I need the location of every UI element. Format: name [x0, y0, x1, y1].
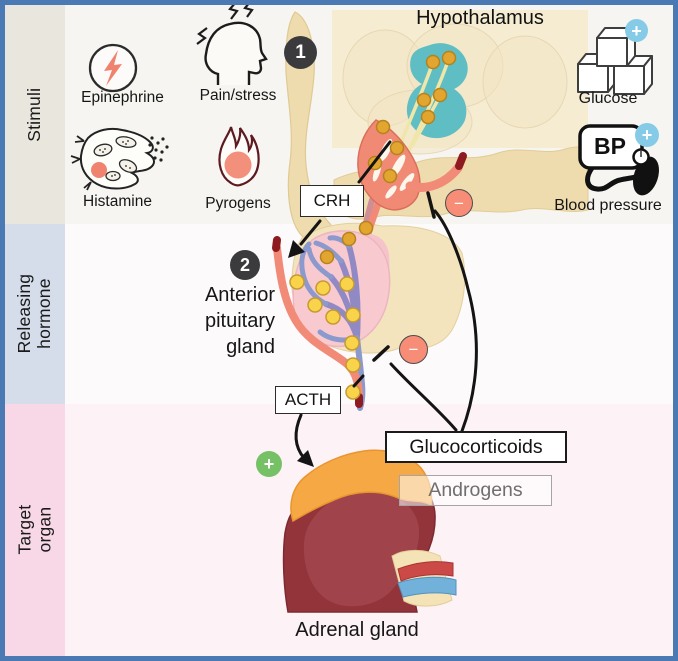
hormone-vesicles-orange: [319, 50, 457, 265]
pyrogens-label: Pyrogens: [205, 195, 271, 212]
crh-arrowhead: [288, 240, 305, 258]
blood-pressure-icon: [578, 124, 659, 196]
sidebar-section-releasing-hormone: Releasing hormone: [5, 224, 65, 404]
sidebar-section-stimuli: Stimuli: [5, 5, 65, 224]
sidebar-section-target-organ: Target organ: [5, 404, 65, 656]
pain-stress-label: Pain/stress: [199, 87, 277, 104]
diagram-canvas: Stimuli Releasing hormone Target organ H…: [5, 5, 673, 656]
adrenal-gland-label: Adrenal gland: [295, 619, 419, 641]
step-2-badge: 2: [230, 250, 260, 280]
bp-monitor-text: BP: [594, 132, 626, 159]
acth-box: ACTH: [275, 386, 341, 414]
glucocorticoids-box: Glucocorticoids: [385, 431, 567, 463]
negative-feedback-badge-pituitary: −: [399, 335, 428, 364]
page-title: Hypothalamus: [416, 7, 544, 29]
glucose-icon: [577, 27, 653, 95]
crh-box: CRH: [300, 185, 364, 217]
pyrogens-icon: [218, 126, 260, 187]
anatomy-illustration: [70, 5, 659, 613]
epinephrine-icon: [88, 43, 138, 93]
step-1-badge: 1: [284, 36, 317, 69]
pain-stress-icon: [196, 5, 268, 85]
feedback-tbar-pituitary: [372, 345, 390, 362]
crh-connector-line: [357, 140, 392, 184]
acth-connector-tick: [352, 374, 365, 388]
glucose-increase-badge: +: [625, 19, 648, 42]
crh-arrow-shaft: [299, 219, 322, 246]
epinephrine-label: Epinephrine: [81, 89, 164, 106]
positive-stimulation-badge-adrenal: +: [256, 451, 282, 477]
feedback-tbar-hypothalamus: [426, 191, 436, 219]
blood-pressure-increase-badge: +: [635, 123, 659, 147]
primary-capillary-plexus: [357, 119, 467, 211]
androgens-box: Androgens: [399, 475, 552, 506]
feedback-curve-hypothalamus: [433, 209, 478, 433]
glucose-label: Glucose: [578, 90, 638, 107]
sidebar-label-releasing-hormone: Releasing hormone: [14, 274, 55, 354]
sidebar-label-stimuli: Stimuli: [24, 87, 45, 142]
hormone-vesicles-yellow: [289, 274, 361, 400]
negative-feedback-badge-hypothalamus: −: [445, 189, 473, 217]
acth-arrow-shaft: [294, 413, 306, 460]
histamine-label: Histamine: [83, 193, 152, 210]
feedback-curve-pituitary: [389, 362, 458, 432]
acth-arrowhead: [297, 450, 314, 467]
blood-pressure-label: Blood pressure: [554, 197, 662, 214]
flow-arrows: [288, 140, 478, 467]
histamine-icon: [70, 127, 169, 191]
sidebar-label-target-organ: Target organ: [14, 505, 54, 555]
adrenal-gland-illustration: [282, 449, 457, 613]
anterior-pituitary-label: Anterior pituitary gland: [204, 284, 275, 358]
